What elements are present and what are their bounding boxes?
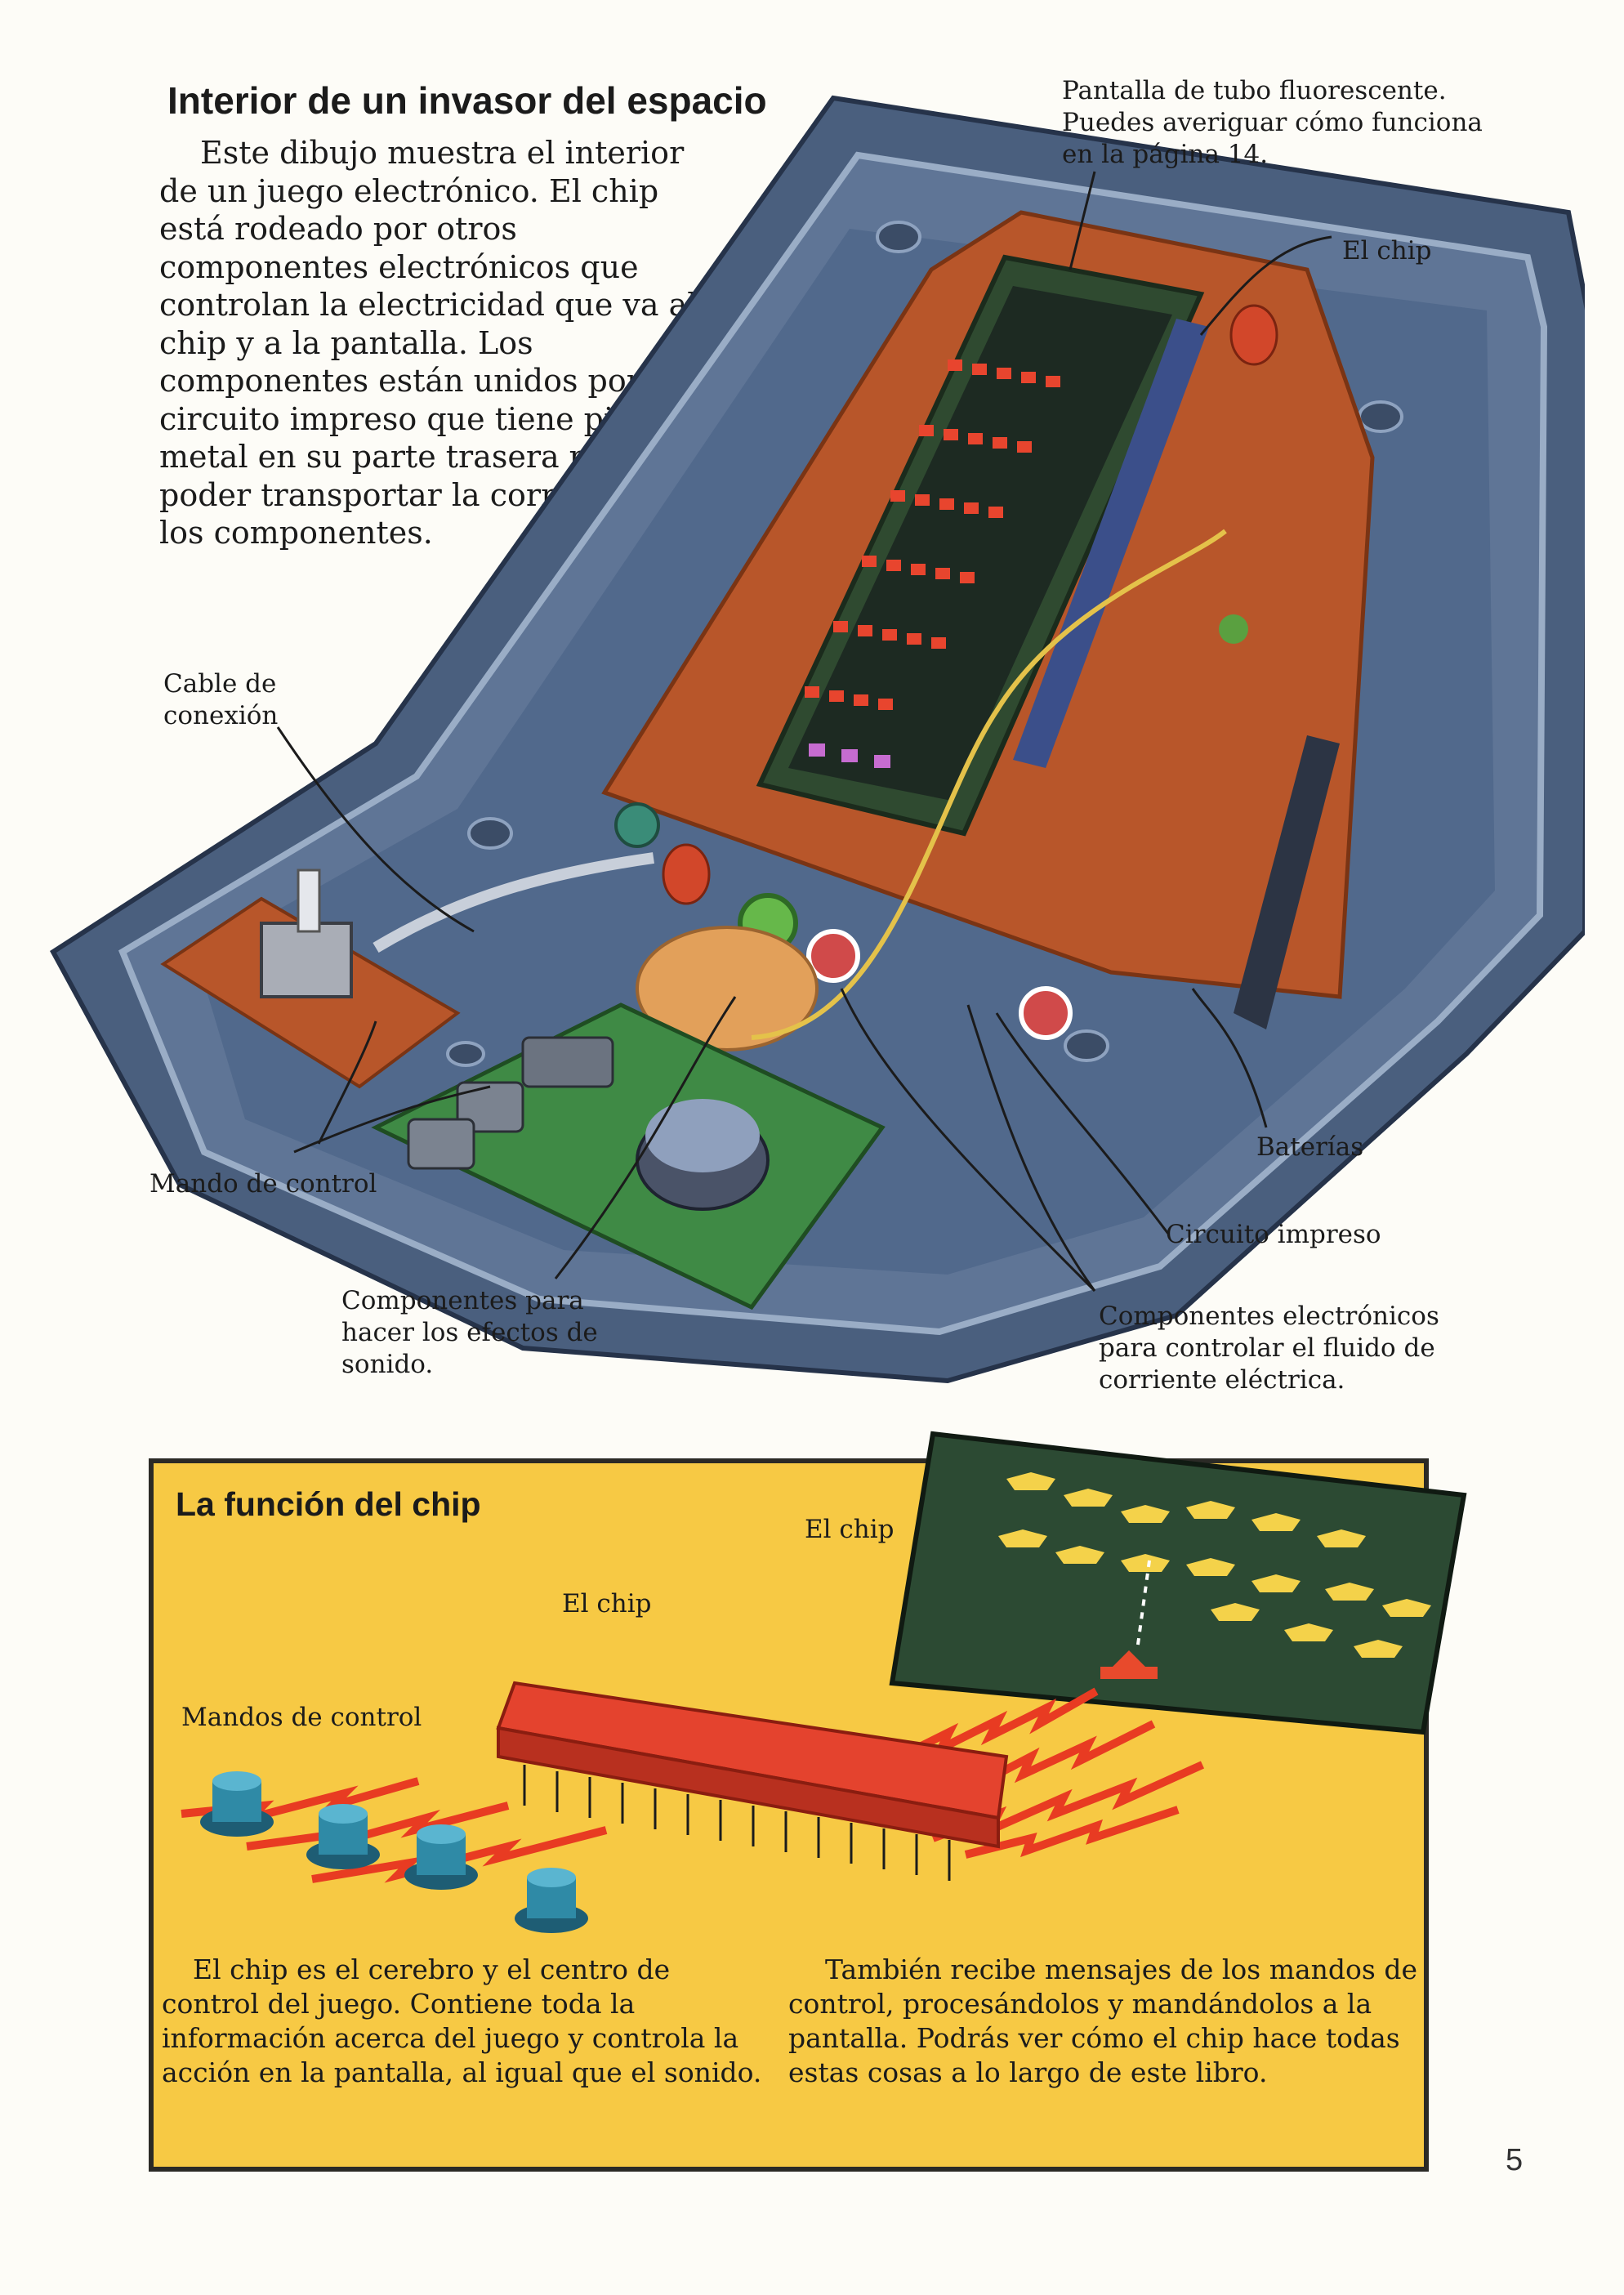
- label-batteries: Baterías: [1256, 1132, 1364, 1162]
- panel-left-text: El chip es el cerebro y el centro de con…: [162, 1953, 762, 2088]
- panel-chip-label: El chip: [562, 1589, 652, 1619]
- control-switch: [260, 922, 353, 998]
- panel-controls-label: Mandos de control: [181, 1703, 422, 1732]
- panel-title: La función del chip: [176, 1485, 481, 1523]
- page-title: Interior de un invasor del espacio: [167, 79, 767, 122]
- control-buttons: [200, 1771, 478, 1890]
- label-control: Mando de control: [149, 1169, 377, 1199]
- screen-connector-strip: [1013, 319, 1209, 768]
- panel-right-text: También recibe mensajes de los mandos de…: [788, 1953, 1418, 2088]
- chip: [496, 1681, 1009, 1881]
- control-button-2-icon: [306, 1804, 380, 1869]
- control-button-3-icon: [404, 1824, 478, 1890]
- speaker-disc: [636, 926, 819, 1052]
- battery-clip: [1234, 735, 1340, 1029]
- intro-paragraph: Este dibujo muestra el interior de un ju…: [159, 134, 731, 552]
- label-components: Componentes electrónicos para controlar …: [1099, 1302, 1439, 1395]
- control-knob: [297, 868, 321, 933]
- label-sound: Componentes para hacer los efectos de so…: [341, 1286, 598, 1379]
- label-pointers: [276, 171, 1332, 1293]
- label-circuit: Circuito impreso: [1166, 1220, 1381, 1249]
- game-cutaway-illustration: [50, 95, 1585, 1384]
- intro-text: Este dibujo muestra el interior de un ju…: [159, 135, 729, 551]
- control-button-1-icon: [200, 1771, 274, 1837]
- connection-cable: [373, 852, 654, 953]
- sound-components: [407, 1036, 770, 1211]
- page-number: 5: [1506, 2143, 1524, 2177]
- panel-chip-label-screen: El chip: [805, 1515, 895, 1544]
- chip-function-diagram: [181, 1431, 1467, 1890]
- fluorescent-screen: [756, 254, 1205, 837]
- control-button-4-icon: [515, 1868, 588, 1933]
- label-screen: Pantalla de tubo fluorescente. Puedes av…: [1062, 76, 1483, 169]
- game-screen: [889, 1431, 1467, 1735]
- yellow-wire: [751, 529, 1227, 1040]
- label-cable: Cable de conexión: [163, 669, 279, 730]
- label-chip: El chip: [1342, 236, 1432, 266]
